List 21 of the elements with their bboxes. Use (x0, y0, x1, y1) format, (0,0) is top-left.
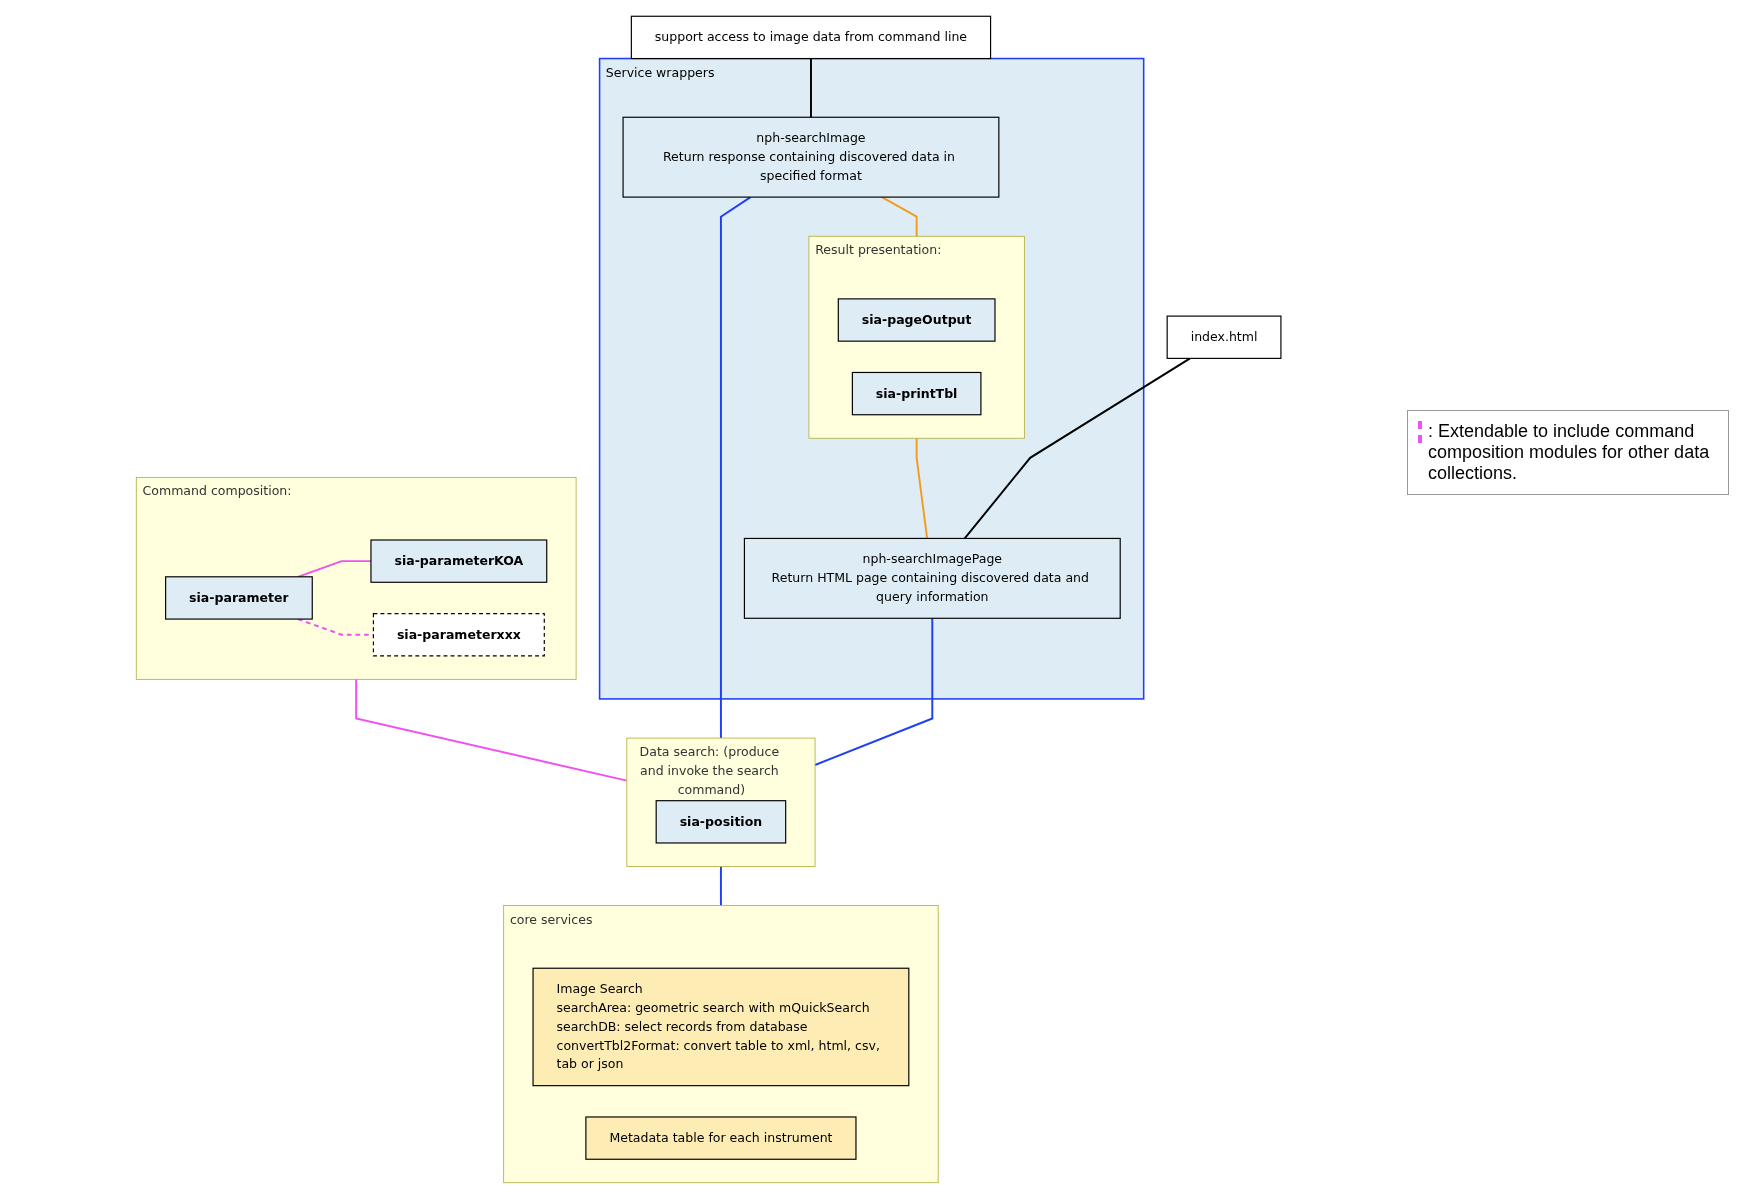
node-box: sia-parameterKOA (370, 539, 548, 583)
node-box: sia-position (655, 800, 787, 844)
node-box: index.html (1166, 315, 1282, 359)
connector (880, 196, 918, 238)
node-box: sia-parameter (164, 576, 313, 620)
connector (915, 437, 928, 540)
connector (963, 357, 1191, 540)
node-box: nph-searchImage Return response containing discovered data in specified format (622, 116, 1000, 198)
connector (809, 57, 812, 119)
node-box: nph-searchImagePage Return HTML page containing discovered data and query information (743, 537, 1121, 619)
connector (719, 196, 752, 740)
connector (719, 865, 722, 907)
connector (813, 617, 934, 766)
node-box: Image Search searchArea: geometric search with mQuickSearch searchDB: select records from database convertTbl2Format: convert table to xml, html, csv, tab or json (532, 967, 910, 1087)
node-box: sia-parameterxxx (372, 613, 545, 657)
node-box: sia-printTbl (851, 371, 982, 416)
node-box: support access to image data from command line (630, 15, 992, 60)
connector (355, 678, 628, 782)
node-box: sia-pageOutput (837, 298, 996, 342)
legend-text: : Extendable to include command composition modules for other data collections. (1428, 421, 1711, 484)
node-box: Metadata table for each instrument (585, 1116, 857, 1160)
